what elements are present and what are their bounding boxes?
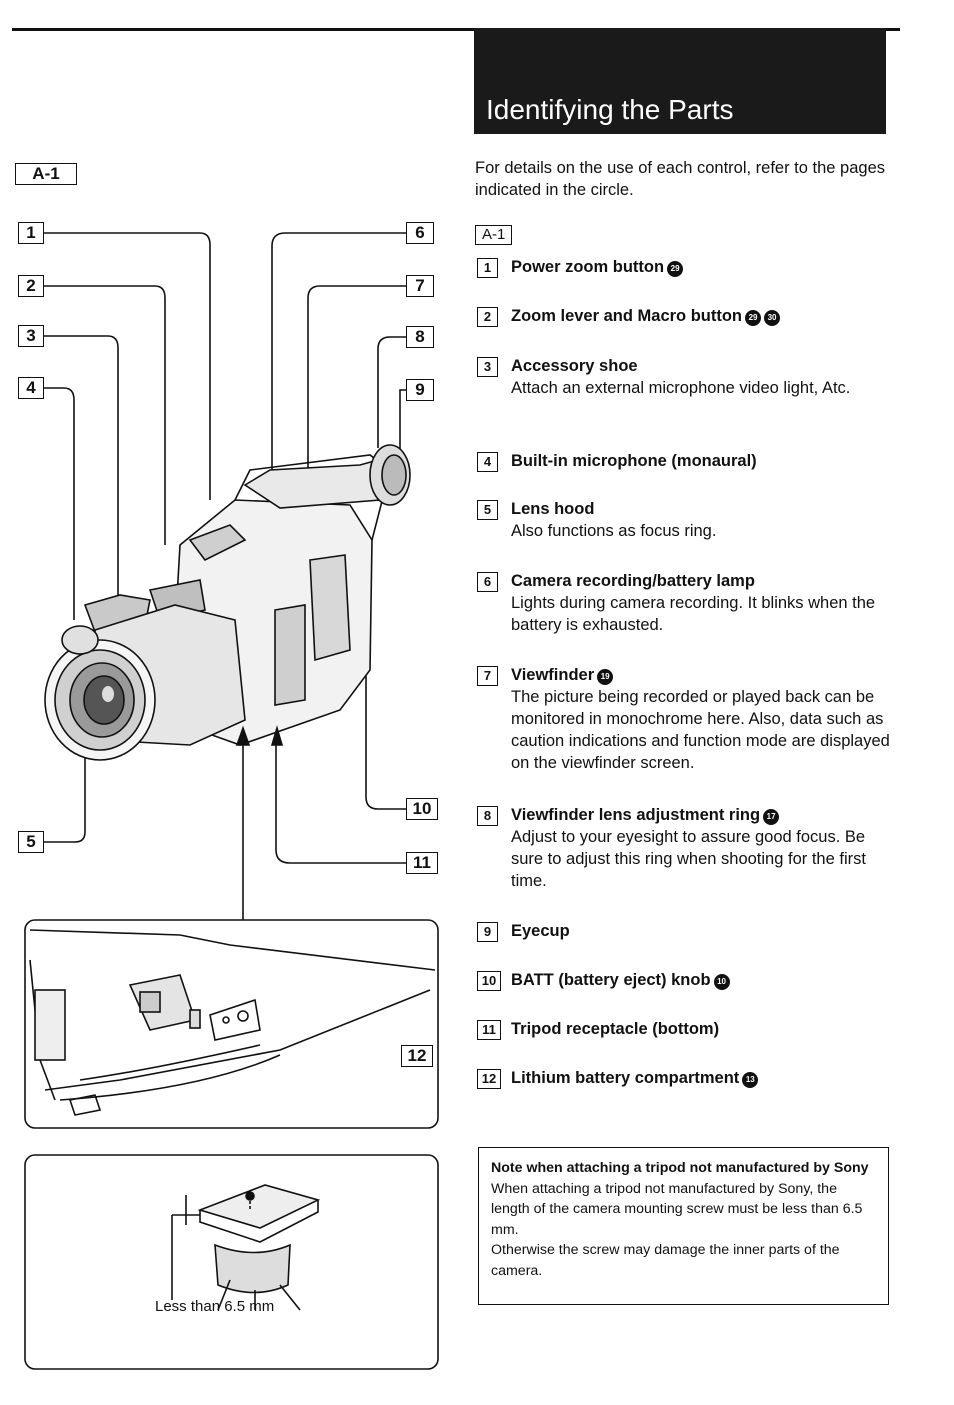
part-name: Eyecup [511,922,570,940]
figure-section-label: A-1 [15,163,77,185]
part-number: 7 [477,666,498,686]
figure-label-10: 10 [406,798,438,820]
part-name: Built-in microphone (monaural) [511,452,757,470]
part-name: Power zoom button [511,258,665,276]
part-number: 10 [477,971,501,991]
part-description: Attach an external microphone video ligh… [511,379,851,397]
note-body: Otherwise the screw may damage the inner… [491,1242,840,1279]
top-rule [12,28,900,31]
figure-label-11: 11 [406,852,438,874]
figure-label-12: 12 [401,1045,433,1067]
part-description: Also functions as focus ring. [511,522,717,540]
part-name: Lens hood [511,500,595,518]
title-bar: Identifying the Parts [474,28,886,134]
part-number: 1 [477,258,498,278]
part-name: Viewfinder lens adjustment ring [511,806,761,824]
part-name: Viewfinder [511,666,595,684]
page-ref-icon: 30 [764,310,781,326]
note-body: When attaching a tripod not manufactured… [491,1180,863,1238]
part-number: 8 [477,806,498,826]
part-name: Lithium battery compartment [511,1069,740,1087]
figure-label-9: 9 [406,379,434,401]
tripod-caption: Less than 6.5 mm [155,1298,275,1315]
page-ref-icon: 29 [667,261,684,277]
part-number: 6 [477,572,498,592]
section-label: A-1 [475,225,513,245]
figure-label-3: 3 [18,325,44,347]
part-number: 5 [477,500,498,520]
part-name: Tripod receptacle (bottom) [511,1020,720,1038]
page-title: Identifying the Parts [486,94,734,125]
figure-label-4: 4 [18,377,44,399]
figure-label-2: 2 [18,275,44,297]
page-ref-icon: 17 [763,809,780,825]
part-number: 11 [477,1020,501,1040]
figure-label-5: 5 [18,831,44,853]
part-name: BATT (battery eject) knob [511,971,711,989]
part-number: 12 [477,1069,501,1089]
part-description: The picture being recorded or played bac… [511,688,890,772]
page-ref-icon: 10 [713,974,730,990]
part-name: Zoom lever and Macro button [511,307,743,325]
page-ref-icon: 29 [745,310,762,326]
tripod-note: Note when attaching a tripod not manufac… [478,1147,889,1305]
intro-text: For details on the use of each control, … [475,159,885,199]
page-ref-icon: 19 [597,669,614,685]
note-title: Note when attaching a tripod not manufac… [491,1160,869,1176]
part-name: Camera recording/battery lamp [511,572,755,590]
figure-label-6: 6 [406,222,434,244]
figure-label-1: 1 [18,222,44,244]
part-number: 3 [477,357,498,377]
figure-label-8: 8 [406,326,434,348]
part-number: 4 [477,452,498,472]
page-ref-icon: 13 [742,1072,759,1088]
figure-label-7: 7 [406,275,434,297]
part-number: 2 [477,307,498,327]
part-description: Adjust to your eyesight to assure good f… [511,828,866,890]
part-description: Lights during camera recording. It blink… [511,594,876,634]
part-name: Accessory shoe [511,357,638,375]
part-number: 9 [477,922,498,942]
